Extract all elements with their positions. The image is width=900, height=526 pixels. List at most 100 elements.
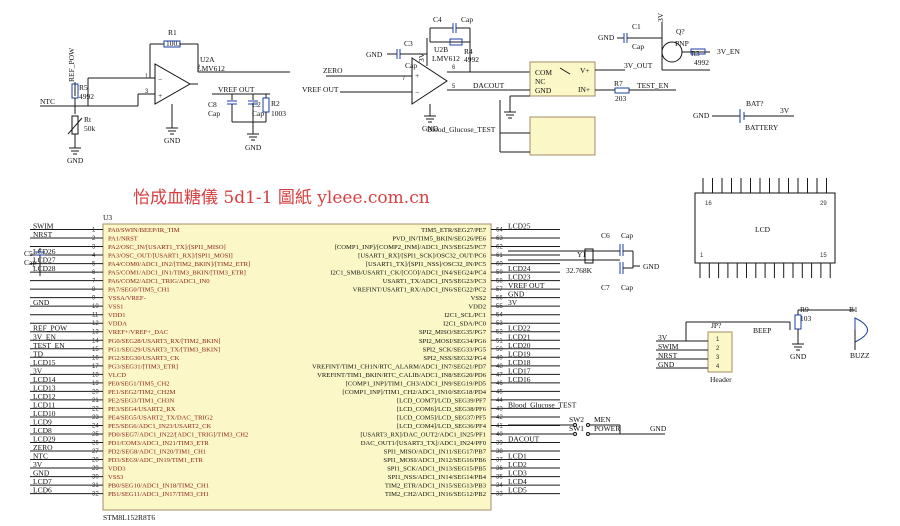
sw1-ref: SW1 xyxy=(569,424,584,433)
sw2-ref: SW2 xyxy=(569,415,584,424)
ntc-section: REF_POW R5 4992 NTC Rt 50k GND xyxy=(40,47,96,165)
b1-value: BUZZ xyxy=(850,351,870,360)
u2a-opamp-section: R1 1003 − + 1 3 2 U2A LMV612 GND VREF OU… xyxy=(75,28,290,152)
sw1-value: POWER xyxy=(594,424,620,433)
bgt-block xyxy=(529,116,596,156)
r5-value: 4992 xyxy=(79,92,94,101)
mcu-left-pin-name: PE5/SEG6/ADC1_IN23/USART2_CK xyxy=(108,423,212,430)
mcu-left-pin-name: PD0/SEG7/ADC1_IN22/[ADC1_TRIG]/TIM3_CH2 xyxy=(108,431,248,438)
q-value: PNP xyxy=(675,39,689,48)
c7-ref: C7 xyxy=(601,283,610,292)
mcu-right-pin-name: SPI1_MOSI/ADC1_IN12/SEG16/PB6 xyxy=(383,457,486,464)
mcu-left-net: NRST xyxy=(33,230,53,239)
mcu-left-pin-number: 14 xyxy=(92,338,99,344)
r4-ref: R4 xyxy=(464,47,473,56)
c8-ref: C8 xyxy=(208,100,217,109)
mcu-right-pin-number: 33 xyxy=(496,492,503,498)
mcu-right-pin-name: [COMP1_INP]/[COMP2_INM]/ADC1_IN3/SEG25/P… xyxy=(335,244,487,251)
mcu-right-pin-name: TIM5_ETR/SEG27/PE7 xyxy=(421,227,487,234)
mcu-right-pin-name: SPI1_MISO/ADC1_IN11/SEG17/PB7 xyxy=(384,449,487,456)
mcu-left-pin-name: VDD3 xyxy=(108,466,126,473)
mcu-right-pin-number: 60 xyxy=(496,262,503,268)
c2-value: Cap xyxy=(252,109,264,118)
mcu-left-pin-number: 27 xyxy=(92,449,99,455)
mcu-left-pin-number: 20 xyxy=(92,389,99,395)
power-switch-section: GND C1 Cap 3V Q? PNP 3V_EN R3 4992 R7 20… xyxy=(598,12,740,103)
mcu-left-pins: PA0/SWIN/BEEP/IR_TIM1SWIMPA1/NRST2NRSTPA… xyxy=(30,222,250,498)
c6-ref: C6 xyxy=(601,231,610,240)
switch-gnd: GND xyxy=(535,86,552,95)
mcu-left-pin-number: 12 xyxy=(92,321,99,327)
mcu-left-pin-number: 5 xyxy=(92,262,96,268)
mcu-left-net: TEST_EN xyxy=(33,341,65,350)
mcu-right-pin-name: [LCD_COM5]/LCD_SEG37/PF5 xyxy=(397,414,487,421)
mcu-left-pin-number: 13 xyxy=(92,330,99,336)
svg-text:7: 7 xyxy=(402,76,406,82)
mcu-right-pin-name: [USART1_RX]/[SPI1_SCK]/OSC32_OUT/PC6 xyxy=(358,253,487,260)
mcu-right-pin-number: 62 xyxy=(496,245,503,251)
c1-ref: C1 xyxy=(632,22,641,31)
battery-section: BAT? GND 3V BATTERY xyxy=(693,99,794,132)
mcu-left-pin-number: 9 xyxy=(92,296,96,302)
hdr-swim: SWIM xyxy=(658,342,679,351)
mcu-left-pin-number: 15 xyxy=(92,347,99,353)
jp-ref: JP? xyxy=(711,321,722,330)
c1-value: Cap xyxy=(632,42,644,51)
mcu-right-pin-name: I2C1_SCL/PC1 xyxy=(444,312,486,319)
mcu-left-pin-number: 10 xyxy=(92,304,99,310)
mcu-left-pin-number: 18 xyxy=(92,372,99,378)
mcu-left-pin-name: PG0/SEG28/USART3_RX/[TIM2_BKIN] xyxy=(108,338,220,345)
mcu-right-pin-number: 40 xyxy=(496,432,503,438)
r9-value: 103 xyxy=(800,314,812,323)
mcu-left-pin-number: 31 xyxy=(92,483,99,489)
hdr-pin1: 1 xyxy=(716,337,720,343)
mcu-left-net: GND xyxy=(33,298,50,307)
mcu-left-net: 3V xyxy=(33,366,43,375)
mcu-right-pin-number: 44 xyxy=(496,398,503,404)
mcu-right-pin-number: 36 xyxy=(496,466,503,472)
mcu-right-pin-name: PVD_IN/TIM5_BKIN/SEG26/PE6 xyxy=(392,236,486,243)
mcu-right-pin-name: I2C1_SDA/PC0 xyxy=(443,321,487,328)
mcu-right-pin-number: 53 xyxy=(496,321,503,327)
u2b-opamp-section: C4 Cap U2B R4 4992 LMV612 3V GND C3 Cap … xyxy=(302,15,530,133)
mcu-left-pin-number: 25 xyxy=(92,432,99,438)
mcu-right-pin-number: 39 xyxy=(496,441,503,447)
mcu-right-net: LCD23 xyxy=(508,273,531,282)
r1-value: 1003 xyxy=(166,39,181,48)
mcu-right-pin-name: [LCD_COM7]/LCD_SEG39/PF7 xyxy=(397,397,487,404)
q-ref: Q? xyxy=(676,27,685,36)
rt-value: 50k xyxy=(84,124,96,133)
mcu-left-net: LCD11 xyxy=(33,400,55,409)
bat-3v: 3V xyxy=(780,106,790,115)
switch-in: IN+ xyxy=(578,85,590,94)
mcu-left-pin-name: PE1/SEG2/TIM2_CH2M xyxy=(108,389,176,396)
lcd-ref: LCD xyxy=(755,225,771,234)
c5-section: C5 Cap xyxy=(24,248,45,276)
v3-en-label-1: 3V_EN xyxy=(717,47,740,56)
mcu-left-net: LCD8 xyxy=(33,426,52,435)
mcu-left-pin-name: PA2/OSC_IN/[USART1_TX]/[SPI1_MISO] xyxy=(108,244,226,251)
mcu-right-pin-name: VSS2 xyxy=(471,295,486,302)
mcu-right-pin-number: 46 xyxy=(496,381,503,387)
r7-value: 203 xyxy=(615,94,627,103)
mcu-left-pin-number: 23 xyxy=(92,415,99,421)
mcu-left-pin-number: 19 xyxy=(92,381,99,387)
b1-ref: B1 xyxy=(849,305,858,314)
mcu-right-pin-name: [USART3_RX]/DAC_OUT2/ADC1_IN25/PF1 xyxy=(360,431,486,438)
mcu-right-net: LCD18 xyxy=(508,358,531,367)
mcu-left-net: LCD10 xyxy=(33,409,56,418)
mcu-right-pin-number: 47 xyxy=(496,372,503,378)
mcu-left-net: LCD15 xyxy=(33,358,56,367)
u2a-ref: U2A xyxy=(200,55,215,64)
hdr-3v: 3V xyxy=(658,333,668,342)
mcu-right-pin-number: 64 xyxy=(496,228,503,234)
lcd-block: 16 29 LCD 1 15 xyxy=(694,178,836,278)
c3-ref: C3 xyxy=(404,39,413,48)
mcu-body xyxy=(102,223,492,511)
c5-ref: C5 xyxy=(24,249,33,258)
mcu-left-pin-number: 4 xyxy=(92,253,96,259)
mcu-left-net: TD xyxy=(33,349,44,358)
mcu-right-pin-name: SPI2_NSS/SEG32/PG4 xyxy=(423,355,486,362)
mcu-right-net: LCD3 xyxy=(508,469,527,478)
mcu-right-pin-name: SPI2_MOSI/SEG34/PG6 xyxy=(419,338,487,345)
